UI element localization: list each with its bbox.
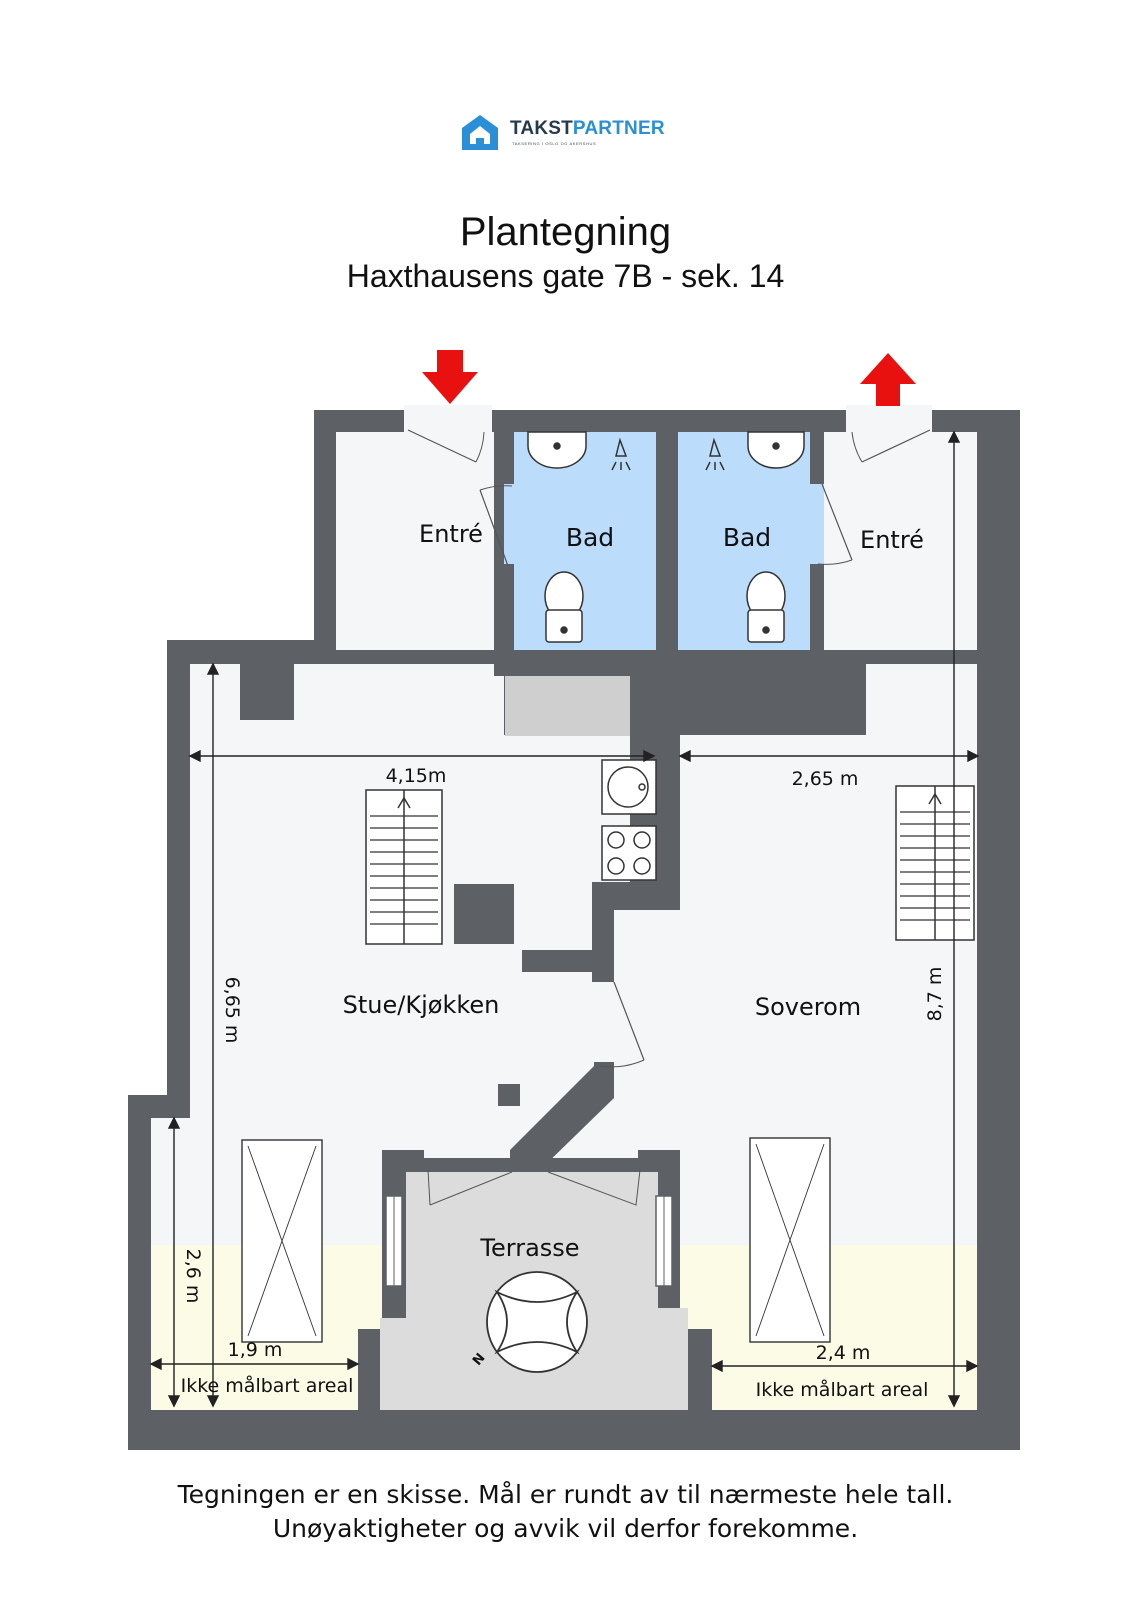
stairs-left bbox=[365, 789, 443, 945]
sink-icon-right bbox=[747, 431, 805, 469]
stairs-right bbox=[895, 785, 975, 941]
shower-icon-left bbox=[611, 437, 631, 471]
toilet-icon-right bbox=[746, 571, 786, 643]
skylights bbox=[241, 1137, 831, 1343]
dim-height-left: 6,65 m bbox=[221, 977, 243, 1044]
room-label-terrasse: Terrasse bbox=[479, 1234, 579, 1262]
logo-wordmark: TAKSTPARTNER bbox=[510, 118, 665, 140]
room-label-entre-right: Entré bbox=[860, 526, 924, 554]
room-label-entre-left: Entré bbox=[419, 520, 483, 548]
dim-height-low: 2,6 m bbox=[182, 1249, 204, 1304]
page-title: Plantegning bbox=[459, 210, 672, 254]
toilet-icon-left bbox=[544, 571, 584, 643]
room-label-ikke-left: Ikke målbart areal bbox=[181, 1374, 354, 1397]
entrance-arrows bbox=[422, 350, 916, 406]
dim-width-left: 4,15m bbox=[386, 765, 447, 787]
arrow-in-icon bbox=[422, 350, 478, 404]
sink-icon-left bbox=[527, 431, 587, 469]
logo-word-takst: TAKST bbox=[510, 118, 573, 139]
room-label-stue: Stue/Kjøkken bbox=[343, 991, 500, 1019]
stove-icon bbox=[601, 825, 657, 881]
logo-word-partner: PARTNER bbox=[572, 118, 665, 139]
dim-width-right: 2,65 m bbox=[792, 768, 859, 790]
room-label-bad-right: Bad bbox=[723, 523, 771, 552]
disclaimer-line-2: Unøyaktigheter og avvik vil derfor forek… bbox=[272, 1514, 859, 1543]
fixtures bbox=[527, 431, 805, 881]
top-doors bbox=[404, 405, 932, 1206]
page-subtitle: Haxthausens gate 7B - sek. 14 bbox=[346, 258, 785, 294]
disclaimer-line-1: Tegningen er en skisse. Mål er rundt av … bbox=[177, 1480, 954, 1509]
room-label-ikke-right: Ikke målbart areal bbox=[756, 1378, 929, 1401]
takstpartner-logo: TAKSTPARTNER TAKSERING I OSLO OG AKERSHU… bbox=[458, 110, 688, 156]
shower-icon-right bbox=[705, 437, 725, 471]
interior-walls bbox=[240, 650, 866, 1172]
logo-tagline: TAKSERING I OSLO OG AKERSHUS bbox=[512, 141, 597, 146]
arrow-out-icon bbox=[860, 353, 916, 406]
bathrooms bbox=[494, 410, 824, 676]
kitchen-sink-icon bbox=[601, 759, 657, 815]
dimension-lines bbox=[149, 430, 980, 1408]
dim-height-right: 8,7 m bbox=[924, 967, 946, 1022]
disclaimer: Tegningen er en skisse. Mål er rundt av … bbox=[0, 1478, 1131, 1546]
dim-width-low-left: 1,9 m bbox=[228, 1339, 283, 1361]
house-logo-icon bbox=[462, 115, 498, 150]
room-label-bad-left: Bad bbox=[566, 523, 614, 552]
dim-width-low-right: 2,4 m bbox=[816, 1342, 871, 1364]
skylight-right bbox=[749, 1137, 831, 1343]
skylight-left bbox=[241, 1139, 323, 1343]
compass-icon bbox=[486, 1271, 588, 1373]
room-label-soverom: Soverom bbox=[755, 993, 861, 1021]
